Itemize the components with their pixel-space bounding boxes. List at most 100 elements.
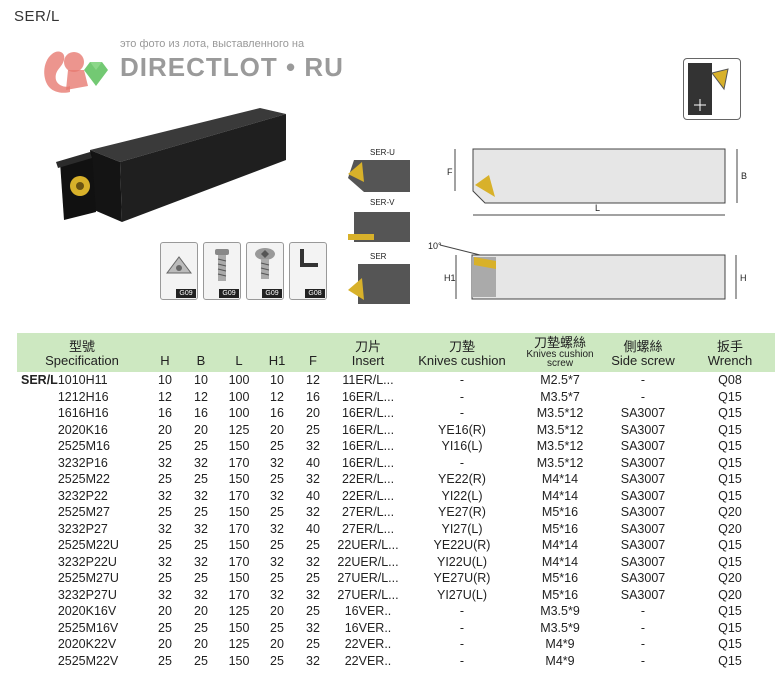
cell-H: 32 (158, 455, 172, 470)
cell-screw: M4*9 (545, 637, 575, 652)
dim-F-label: F (447, 167, 453, 177)
spec-code: 1010H11 (57, 373, 108, 388)
cell-L: 150 (228, 439, 250, 454)
table-row: SER/L2525M222525150253222ER/L...YE22(R)M… (17, 471, 775, 488)
cell-F: 25 (306, 422, 320, 437)
cell-cushion: - (459, 620, 465, 635)
cell-H: 25 (158, 505, 172, 520)
cell-H: 25 (158, 620, 172, 635)
table-row: SER/L2525M22V2525150253222VER..-M4*9-Q15 (17, 653, 775, 670)
cell-H1: 32 (270, 587, 284, 602)
cell-H1: 10 (270, 373, 284, 388)
cell-H1: 32 (270, 521, 284, 536)
cell-F: 32 (306, 653, 320, 668)
spec-prefix: SER/L (21, 373, 58, 388)
cell-side: SA3007 (620, 422, 666, 437)
screw-part: G09 (246, 242, 284, 300)
cell-wrench: Q15 (718, 488, 742, 503)
cell-L: 170 (228, 521, 250, 536)
table-row: SER/L3232P163232170324016ER/L...-M3.5*12… (17, 455, 775, 472)
col-F: F (309, 353, 317, 368)
cell-screw: M4*9 (545, 653, 575, 668)
cell-H: 25 (158, 653, 172, 668)
cell-F: 16 (306, 389, 320, 404)
cell-H: 10 (158, 373, 172, 388)
spec-code: 2525M22 (57, 472, 110, 487)
cell-wrench: Q20 (718, 505, 742, 520)
table-row: SER/L3232P22U3232170323222UER/L...YI22U(… (17, 554, 775, 571)
cell-insert: 16VER.. (344, 620, 392, 635)
col-H: H (160, 353, 170, 368)
spec-code: 2525M16V (57, 620, 119, 635)
cell-B: 25 (194, 439, 208, 454)
cell-H: 25 (158, 538, 172, 553)
spec-cell: SER/L2020K22V (17, 636, 147, 653)
table-row: SER/L3232P27U3232170323227UER/L...YI27U(… (17, 587, 775, 604)
cell-H: 20 (158, 422, 172, 437)
insert-label: SER-V (370, 198, 395, 207)
spec-code: 3232P22U (57, 554, 117, 569)
spec-code: 2525M16 (57, 439, 110, 454)
cell-screw: M3.5*9 (540, 620, 580, 635)
cell-wrench: Q08 (718, 373, 742, 388)
cell-side: SA3007 (620, 505, 666, 520)
cell-wrench: Q15 (718, 406, 742, 421)
side-view-drawing: 10° H1 H (428, 241, 747, 300)
cell-F: 32 (306, 439, 320, 454)
insert-detail-icon (688, 63, 729, 115)
cell-side: SA3007 (620, 488, 666, 503)
cell-wrench: Q20 (718, 521, 742, 536)
cell-cushion: YE27(R) (438, 505, 486, 520)
cell-side: SA3007 (620, 571, 666, 586)
wrench-icon (300, 249, 318, 267)
spec-cell: SER/L3232P22 (17, 488, 147, 505)
top-view-drawing: F B L (447, 148, 747, 216)
cell-F: 40 (306, 455, 320, 470)
cell-H1: 16 (270, 406, 284, 421)
part-code: G09 (176, 289, 196, 298)
cell-B: 20 (194, 604, 208, 619)
spec-cell: SER/L2020K16V (17, 603, 147, 620)
watermark-caption: это фото из лота, выставленного на (120, 38, 305, 50)
cell-side: SA3007 (620, 406, 666, 421)
insert-ser-icon (348, 264, 410, 304)
cell-cushion: - (459, 604, 465, 619)
spec-cell: SER/L1010H11 (17, 372, 147, 389)
cell-side: SA3007 (620, 521, 666, 536)
cell-F: 32 (306, 505, 320, 520)
series-title: SER/L (14, 8, 60, 25)
cell-F: 32 (306, 587, 320, 602)
part-code: G09 (219, 289, 239, 298)
cell-F: 25 (306, 538, 320, 553)
cell-cushion: - (459, 406, 465, 421)
cell-screw: M2.5*7 (540, 373, 580, 388)
table-row: SER/L3232P273232170324027ER/L...YI27(L)M… (17, 521, 775, 538)
cell-side: - (640, 373, 646, 388)
spec-code: 3232P22 (57, 488, 108, 503)
cell-insert: 27UER/L... (337, 571, 399, 586)
cell-insert: 22ER/L... (341, 488, 395, 503)
table-row: SER/L2525M162525150253216ER/L...YI16(L)M… (17, 438, 775, 455)
table-row: SER/L2525M272525150253227ER/L...YE27(R)M… (17, 504, 775, 521)
cell-insert: 16ER/L... (341, 389, 395, 404)
cell-side: - (640, 637, 646, 652)
cell-insert: 22ER/L... (341, 472, 395, 487)
cell-F: 25 (306, 571, 320, 586)
screw-part: G09 (203, 242, 241, 300)
cell-cushion: - (459, 637, 465, 652)
cell-L: 170 (228, 455, 250, 470)
cell-cushion: YI27(L) (441, 521, 483, 536)
cell-L: 100 (228, 373, 250, 388)
table-row: SER/L3232P223232170324022ER/L...YI22(L)M… (17, 488, 775, 505)
cell-H1: 25 (270, 439, 284, 454)
cell-H: 20 (158, 637, 172, 652)
cell-cushion: YI22(L) (441, 488, 483, 503)
cell-B: 25 (194, 653, 208, 668)
cell-B: 32 (194, 455, 208, 470)
insert-types: SER-U SER-V SER (340, 148, 414, 308)
cell-B: 32 (194, 587, 208, 602)
